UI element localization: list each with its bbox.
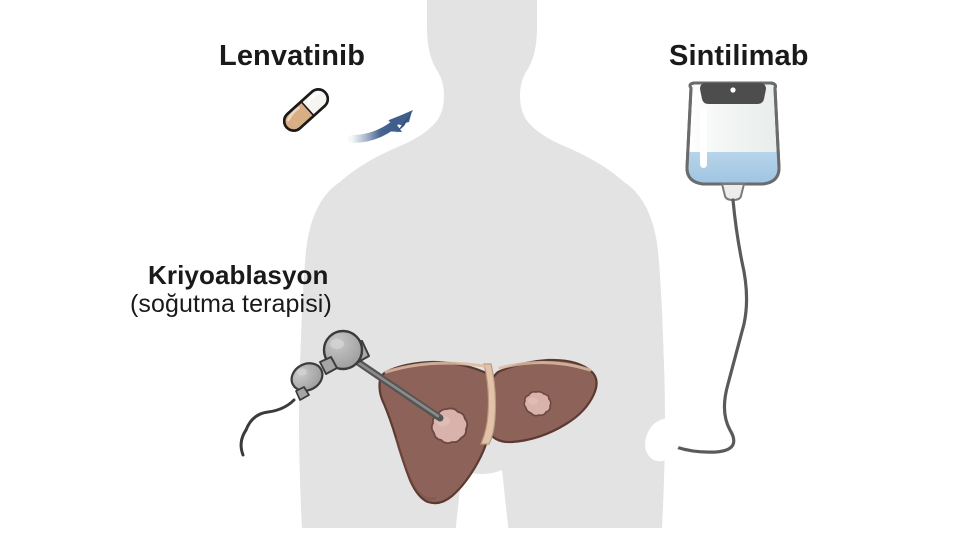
body-silhouette bbox=[299, 0, 665, 544]
tumor-right-lobe bbox=[523, 390, 552, 417]
label-cryoablation-title: Kriyoablasyon bbox=[148, 260, 329, 290]
injection-port bbox=[645, 418, 681, 462]
label-cryoablation-subtitle: (soğutma terapisi) bbox=[130, 290, 332, 318]
arrow-to-body-icon bbox=[348, 110, 413, 143]
cryoablation-probe bbox=[239, 329, 444, 457]
iv-bag bbox=[685, 81, 781, 202]
iv-tube bbox=[674, 198, 749, 454]
bottom-crop-band bbox=[0, 528, 966, 544]
label-lenvatinib: Lenvatinib bbox=[219, 40, 366, 72]
label-sintilimab: Sintilimab bbox=[669, 40, 809, 72]
drug-capsule-icon bbox=[282, 88, 330, 132]
